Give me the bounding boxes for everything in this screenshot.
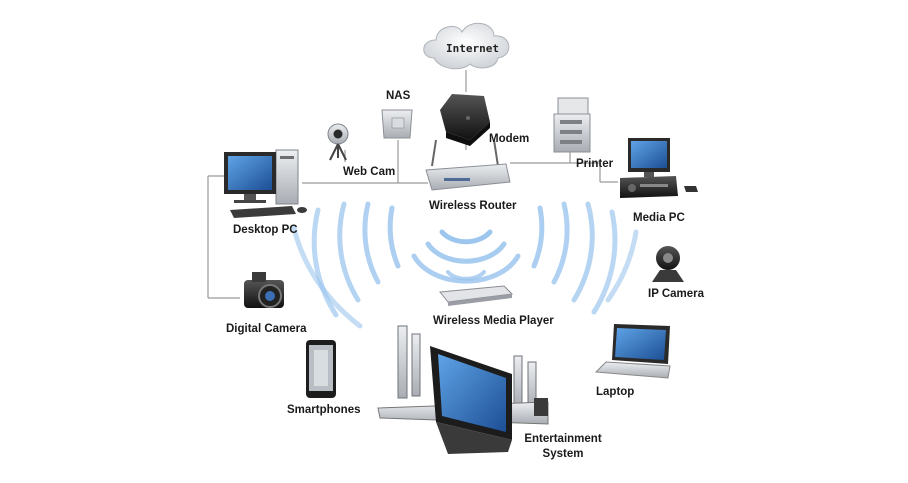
media-pc-label: Media PC: [633, 212, 685, 224]
modem-label: Modem: [489, 133, 530, 145]
wireless-router-label: Wireless Router: [429, 200, 517, 212]
nas-label: NAS: [386, 90, 411, 102]
web-cam-label: Web Cam: [343, 166, 396, 178]
laptop-label: Laptop: [596, 386, 635, 398]
wireless-media-player-label: Wireless Media Player: [433, 315, 554, 327]
smartphones-label: Smartphones: [287, 404, 361, 416]
nas-icon: [381, 109, 413, 139]
digital-camera-icon: [244, 272, 284, 308]
printer-icon: [553, 97, 591, 153]
entertainment-system-icon: [377, 325, 549, 454]
printer-label: Printer: [576, 158, 614, 170]
web-cam-icon: [327, 123, 349, 161]
smartphone-icon: [306, 340, 336, 398]
modem-icon: [440, 94, 490, 146]
wireless-signal-waves: [291, 201, 639, 329]
internet-label: Internet: [446, 42, 499, 55]
media-pc-icon: [620, 138, 698, 198]
desktop-pc-icon: [224, 149, 307, 218]
ip-camera-icon: [652, 246, 684, 282]
digital-camera-label: Digital Camera: [226, 323, 307, 335]
ip-camera-label: IP Camera: [648, 288, 705, 300]
wireless-router-icon: [425, 139, 511, 191]
internet-cloud-icon: [423, 22, 510, 70]
entertainment-system-label: Entertainment System: [524, 433, 602, 460]
desktop-pc-label: Desktop PC: [233, 224, 298, 236]
connection-lines: [207, 70, 618, 299]
wireless-media-player-icon: [439, 285, 514, 306]
laptop-icon: [594, 324, 671, 379]
